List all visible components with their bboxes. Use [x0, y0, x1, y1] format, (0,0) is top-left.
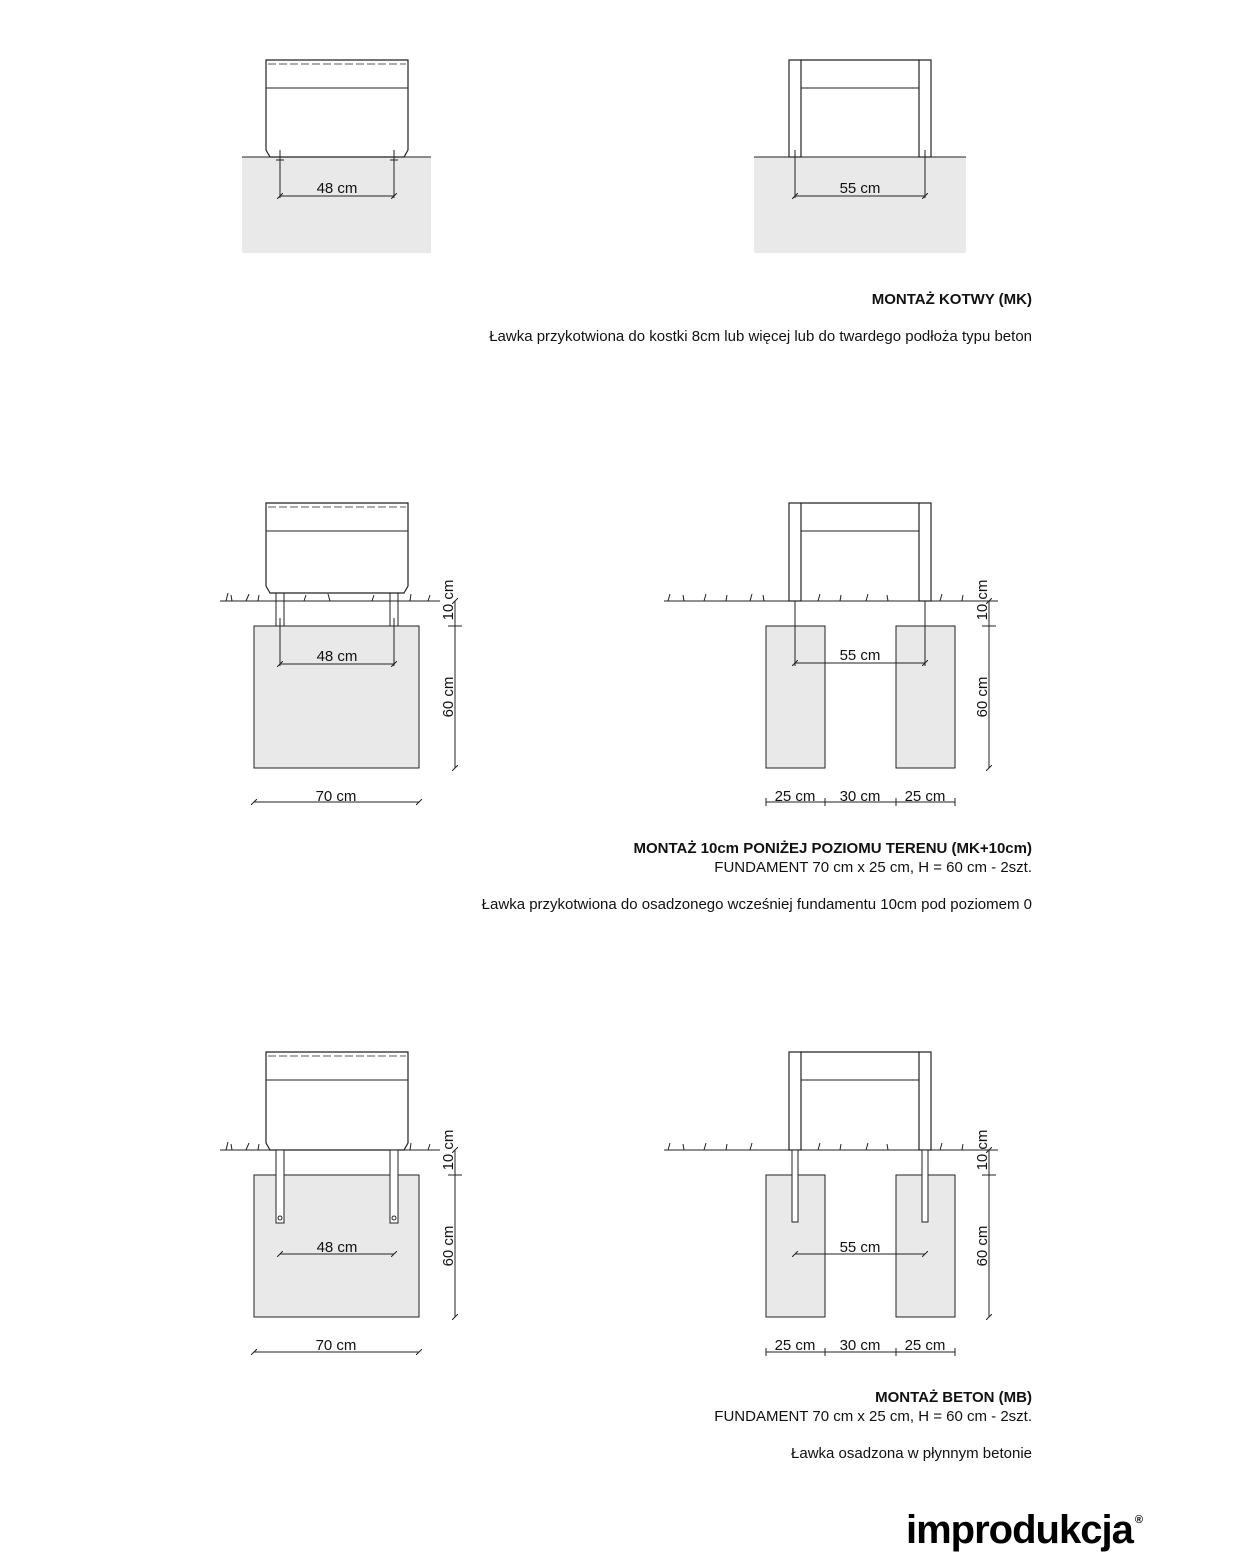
grass-texture — [225, 592, 431, 602]
depth-label: 10 cm — [974, 1130, 991, 1171]
grass-texture — [225, 1141, 431, 1151]
width-right-label: 25 cm — [905, 1337, 946, 1354]
span-label: 48 cm — [317, 1239, 358, 1256]
depth-label: 10 cm — [974, 580, 991, 621]
span-label: 55 cm — [840, 647, 881, 664]
section-2-title: MONTAŻ 10cm PONIŻEJ POZIOMU TERENU (MK+1… — [633, 840, 1032, 857]
section-3-side-view: 48 cm 10 cm 60 cm 70 cm — [220, 1051, 462, 1354]
section-2-subtitle: FUNDAMENT 70 cm x 25 cm, H = 60 cm - 2sz… — [714, 859, 1032, 876]
section-1-caption: MONTAŻ KOTWY (MK) — [872, 290, 1032, 309]
height-label: 60 cm — [440, 677, 457, 718]
section-1-title: MONTAŻ KOTWY (MK) — [871, 291, 1032, 308]
width-middle-label: 30 cm — [840, 788, 881, 805]
span-label: 48 cm — [317, 648, 358, 665]
bench-side-frame — [265, 1051, 409, 1151]
foundation-block — [253, 625, 420, 769]
bench-side-frame — [265, 502, 409, 594]
section-1-note: Ławka przykotwiona do kostki 8cm lub wię… — [489, 328, 1032, 345]
ground-block — [754, 157, 966, 253]
section-2-side-view: 48 cm 10 cm 60 cm 70 cm — [220, 502, 462, 805]
bench-leg-left — [788, 502, 802, 602]
span-label: 55 cm — [840, 1239, 881, 1256]
section-1-front-view: 55 cm — [754, 59, 966, 253]
bench-leg-right — [918, 1051, 932, 1151]
section-2-front-view: 55 cm 10 cm 60 cm 25 cm 30 cm 25 cm — [664, 502, 998, 806]
span-label: 55 cm — [840, 180, 881, 197]
bench-leg-right — [918, 502, 932, 602]
width-right-label: 25 cm — [905, 788, 946, 805]
height-label: 60 cm — [974, 677, 991, 718]
bench-side-frame — [265, 59, 409, 158]
width-label: 70 cm — [316, 788, 357, 805]
ground-block — [242, 157, 431, 253]
width-left-label: 25 cm — [775, 788, 816, 805]
section-3-front-view: 55 cm 10 cm 60 cm 25 cm 30 cm 25 cm — [664, 1051, 998, 1356]
grass-texture — [667, 1142, 964, 1151]
bench-leg-left — [788, 59, 802, 158]
depth-label: 10 cm — [440, 580, 457, 621]
height-label: 60 cm — [440, 1226, 457, 1267]
bench-leg-left — [788, 1051, 802, 1151]
grass-texture — [667, 593, 964, 602]
section-2-note: Ławka przykotwiona do osadzonego wcześni… — [481, 896, 1032, 913]
section-3-note: Ławka osadzona w płynnym betonie — [791, 1445, 1032, 1462]
section-1-side-view: 48 cm — [242, 59, 431, 253]
depth-label: 10 cm — [440, 1130, 457, 1171]
span-label: 48 cm — [317, 180, 358, 197]
embedded-leg-left — [275, 1149, 285, 1224]
embedded-leg-right — [921, 1149, 929, 1223]
brand-logo: improdukcja® — [906, 1508, 1143, 1553]
embedded-leg-left — [791, 1149, 799, 1223]
width-label: 70 cm — [316, 1337, 357, 1354]
width-middle-label: 30 cm — [840, 1337, 881, 1354]
width-left-label: 25 cm — [775, 1337, 816, 1354]
section-3-caption: MONTAŻ BETON (MB) FUNDAMENT 70 cm x 25 c… — [714, 1388, 1032, 1426]
registered-mark: ® — [1134, 1513, 1143, 1526]
section-3-title: MONTAŻ BETON (MB) — [875, 1389, 1032, 1406]
section-2-caption: MONTAŻ 10cm PONIŻEJ POZIOMU TERENU (MK+1… — [633, 839, 1032, 877]
height-label: 60 cm — [974, 1226, 991, 1267]
bench-leg-right — [918, 59, 932, 158]
section-3-subtitle: FUNDAMENT 70 cm x 25 cm, H = 60 cm - 2sz… — [714, 1408, 1032, 1425]
embedded-leg-right — [389, 1149, 399, 1224]
brand-name: improdukcja — [906, 1508, 1134, 1552]
